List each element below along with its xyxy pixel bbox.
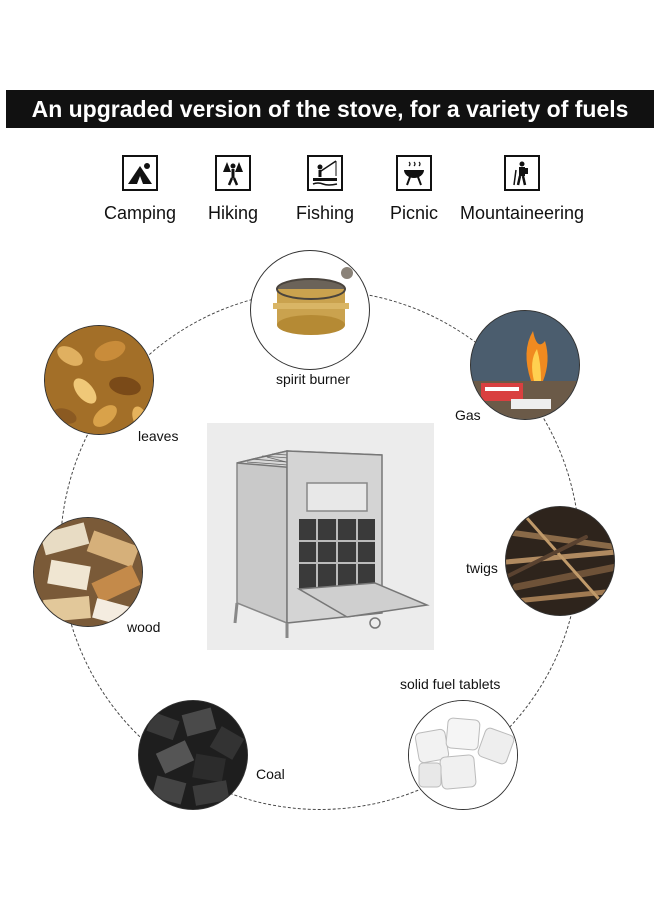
grill-icon — [396, 155, 432, 191]
activity-fishing: Fishing — [290, 155, 360, 224]
solid-fuel-tablets-image — [408, 700, 518, 810]
activity-label: Mountaineering — [459, 203, 585, 223]
activity-label: Picnic — [389, 203, 438, 223]
activity-label: Camping — [103, 203, 177, 223]
activity-label: Hiking — [207, 203, 259, 223]
activity-picnic: Picnic — [384, 155, 444, 224]
fuel-label-coal: Coal — [256, 766, 285, 782]
fuel-label-twigs: twigs — [466, 560, 498, 576]
twigs-image — [505, 506, 615, 616]
stove-image — [207, 423, 434, 650]
activity-camping: Camping — [100, 155, 180, 224]
camping-tent-icon — [122, 155, 158, 191]
gas-image — [470, 310, 580, 420]
spirit-burner-image — [250, 250, 370, 370]
hiking-icon — [215, 155, 251, 191]
fuel-label-gas: Gas — [455, 407, 481, 423]
fuel-label-spirit-burner: spirit burner — [276, 371, 350, 387]
fuel-label-solid-fuel-tablets: solid fuel tablets — [400, 676, 501, 692]
wood-image — [33, 517, 143, 627]
fishing-icon — [307, 155, 343, 191]
fuel-label-wood: wood — [127, 619, 161, 635]
activity-hiking: Hiking — [200, 155, 266, 224]
fuel-label-leaves: leaves — [138, 428, 179, 444]
activity-mountaineering: Mountaineering — [458, 155, 586, 224]
leaves-image — [44, 325, 154, 435]
coal-image — [138, 700, 248, 810]
activity-label: Fishing — [295, 203, 355, 223]
page-banner: An upgraded version of the stove, for a … — [6, 90, 654, 128]
mountaineering-icon — [504, 155, 540, 191]
